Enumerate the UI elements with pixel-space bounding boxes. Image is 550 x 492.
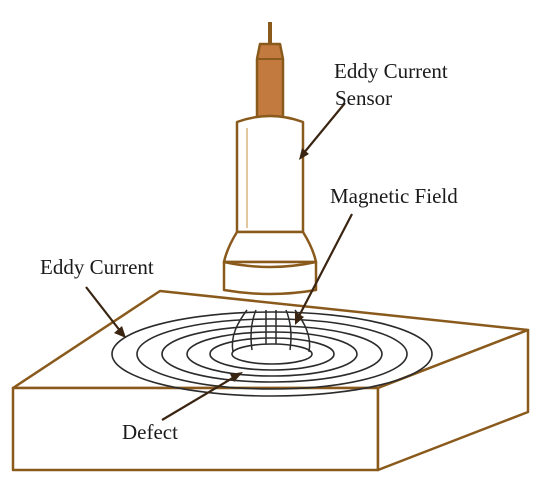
sensor-base-rim: [223, 260, 317, 269]
defect-leader-line: [161, 375, 237, 421]
eddy-current-rings: [111, 311, 433, 397]
eddy-current-sensor: [222, 22, 318, 296]
sensor-body: [235, 114, 305, 234]
eddy-ring-4: [186, 331, 358, 377]
sensor-base: [222, 260, 318, 296]
magnetic-field-label: Magnetic Field: [330, 184, 458, 208]
eddy-ring-3: [161, 325, 383, 383]
sensor-label-line-1: Eddy Current: [334, 59, 448, 83]
defect-ellipse: [231, 343, 313, 365]
magnetic-field-leader-arrowhead: [295, 312, 304, 325]
field-line-1: [231, 309, 248, 353]
plate-right-face: [376, 328, 530, 472]
sensor-label-line-2: Sensor: [335, 86, 393, 110]
eddy-current-label: Eddy Current: [40, 255, 154, 279]
defect-label: Defect: [122, 420, 178, 444]
eddy-current-leader-arrowhead: [114, 326, 126, 338]
defect-leader-arrowhead: [230, 372, 243, 382]
field-line-5: [285, 309, 292, 351]
magnetic-field-leader-line: [297, 213, 353, 319]
test-plate: [11, 289, 530, 472]
eddy-current-leader-line: [85, 286, 122, 333]
field-line-6: [294, 309, 311, 353]
sensor-leader-line: [302, 102, 346, 155]
sensor-flare: [222, 230, 318, 264]
magnetic-field-lines: [231, 309, 311, 353]
field-line-2: [250, 309, 257, 351]
sensor-leader-arrowhead: [299, 148, 309, 160]
eddy-ring-2: [136, 318, 408, 390]
eddy-ring-1: [111, 311, 433, 397]
sensor-tip: [255, 42, 285, 122]
eddy-ring-5: [209, 337, 335, 371]
leader-lines: [85, 102, 353, 421]
